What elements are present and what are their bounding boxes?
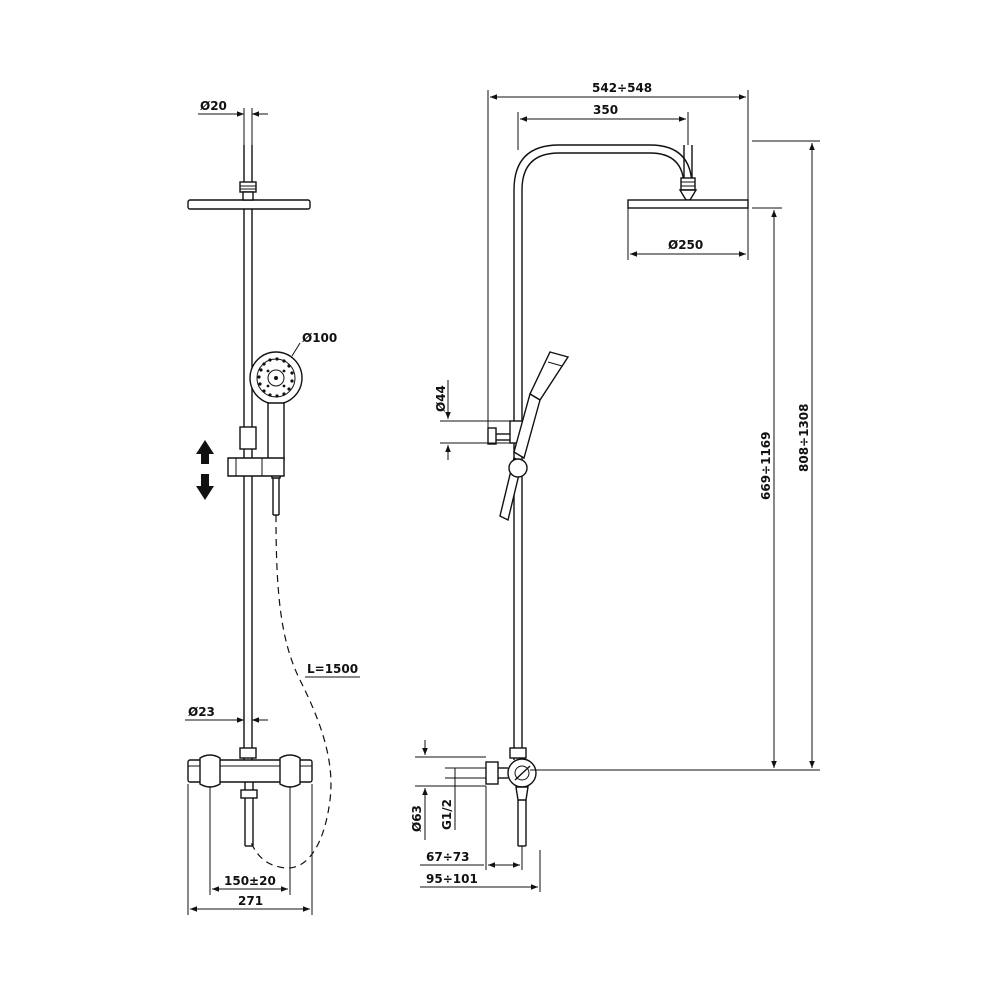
dim-depth-inner: 67÷73 <box>426 850 469 864</box>
side-mixer <box>485 747 537 847</box>
side-view: 542÷548 350 Ø250 Ø44 669÷1169 <box>410 81 820 892</box>
dim-arm-length: 350 <box>593 103 618 117</box>
dim-rail-diameter: Ø23 <box>188 705 215 719</box>
dim-overall-reach: 542÷548 <box>592 81 652 95</box>
side-handshower <box>499 351 570 522</box>
front-view: Ø20 Ø100 L=1500 Ø23 150±20 271 <box>185 99 360 915</box>
dim-support-diameter: Ø44 <box>434 385 448 412</box>
front-head-plate <box>187 199 311 210</box>
hose <box>249 514 332 869</box>
dim-mixer-width: 271 <box>238 894 263 908</box>
height-adjust-arrow-icon <box>196 440 214 500</box>
dim-pipe-diameter-top: Ø20 <box>200 99 227 113</box>
dim-height-to-head: 669÷1169 <box>759 431 773 500</box>
side-head <box>627 177 749 209</box>
dim-head-diameter: Ø250 <box>668 238 703 252</box>
top-pipe <box>239 145 257 193</box>
dim-depth-outer: 95÷101 <box>426 872 478 886</box>
side-dimensions: 542÷548 350 Ø250 Ø44 669÷1169 <box>410 81 820 892</box>
front-handshower <box>249 351 303 516</box>
front-slider <box>227 426 285 477</box>
dim-mixer-diameter: Ø63 <box>410 805 424 832</box>
dim-spacing: 150±20 <box>224 874 276 888</box>
dim-hose-length: L=1500 <box>307 662 358 676</box>
front-mixer <box>187 747 313 847</box>
dim-total-height: 808÷1308 <box>797 403 811 472</box>
side-column <box>513 144 693 760</box>
front-dimensions: Ø20 Ø100 L=1500 Ø23 150±20 271 <box>185 99 360 915</box>
front-column <box>243 209 253 760</box>
dim-thread: G1/2 <box>440 799 454 830</box>
dim-handshower-diameter: Ø100 <box>302 331 337 345</box>
